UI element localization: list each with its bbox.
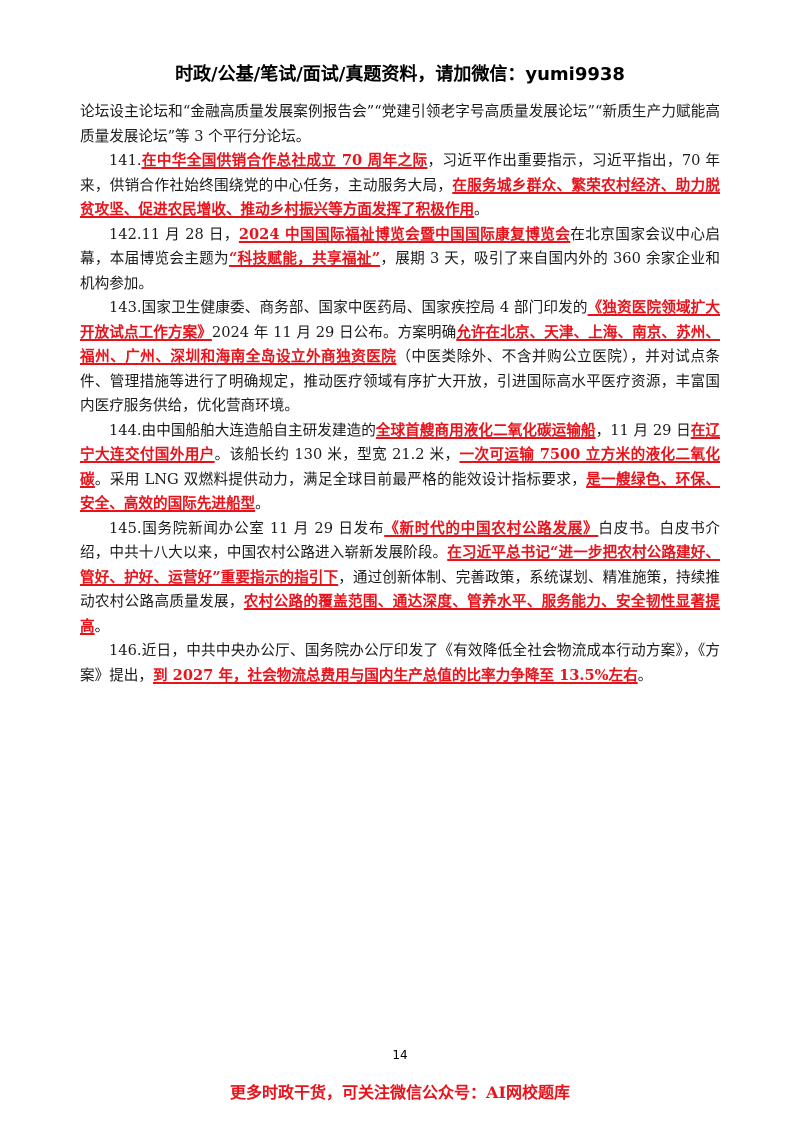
highlight: 一次可运输 7500 立方米的液化二氧化碳 (80, 446, 721, 488)
news-item-142: 142.11 月 28 日，2024 中国国际福祉博览会暨中国国际康复博览会在北… (80, 225, 720, 292)
highlight: 《新时代的中国农村公路发展》 (384, 519, 599, 537)
page-footer: 更多时政干货，可关注微信公众号：AI网校题库 (230, 1083, 570, 1102)
highlight: 《独资医院领域扩大开放试点工作方案》 (80, 299, 720, 341)
news-item-144: 144.由中国船舶大连造船自主研发建造的全球首艘商用液化二氧化碳运输船，11 月… (80, 421, 721, 513)
highlight: 2024 中国国际福祉博览会暨中国国际康复博览会 (238, 225, 571, 243)
page-header: 时政/公基/笔试/面试/真题资料，请加微信：yumi9938 (175, 64, 625, 85)
highlight: 在辽宁大连交付国外用户 (80, 421, 720, 464)
paragraph-forum-continuation: 论坛设主论坛和“金融高质量发展案例报告会”“党建引领老字号高质量发展论坛”“新质… (80, 103, 720, 145)
highlight: 是一艘绿色、环保、安全、高效的国际先进船型 (80, 470, 720, 513)
highlight: 农村公路的覆盖范围、通达深度、管养水平、服务能力、安全韧性显著提高 (80, 593, 720, 635)
news-item-143: 143.国家卫生健康委、商务部、国家中医药局、国家疾控局 4 部门印发的《独资医… (80, 299, 720, 414)
highlight: “科技赋能，共享福祉” (228, 250, 381, 267)
news-item-145: 145.国务院新闻办公室 11 月 29 日发布《新时代的中国农村公路发展》白皮… (80, 519, 720, 635)
page-number: 14 (392, 1048, 408, 1062)
highlight: 允许在北京、天津、上海、南京、苏州、福州、广州、深圳和海南全岛设立外商独资医院 (80, 323, 720, 366)
document-body: 论坛设主论坛和“金融高质量发展案例报告会”“党建引领老字号高质量发展论坛”“新质… (80, 100, 720, 688)
news-item-146: 146.近日，中共中央办公厅、国务院办公厅印发了《有效降低全社会物流成本行动方案… (80, 642, 720, 684)
highlight: 全球首艘商用液化二氧化碳运输船 (375, 421, 596, 439)
highlight: 在服务城乡群众、繁荣农村经济、助力脱贫攻坚、促进农民增收、推动乡村振兴等方面发挥… (80, 176, 720, 219)
highlight: 在习近平总书记“进一步把农村公路建好、管好、护好、运营好”重要指示的指引下 (80, 544, 720, 586)
highlight: 到 2027 年，社会物流总费用与国内生产总值的比率力争降至 13.5%左右 (152, 666, 638, 684)
highlight: 在中华全国供销合作总社成立 70 周年之际 (141, 152, 428, 169)
news-item-141: 141.在中华全国供销合作总社成立 70 周年之际，习近平作出重要指示，习近平指… (80, 152, 720, 219)
